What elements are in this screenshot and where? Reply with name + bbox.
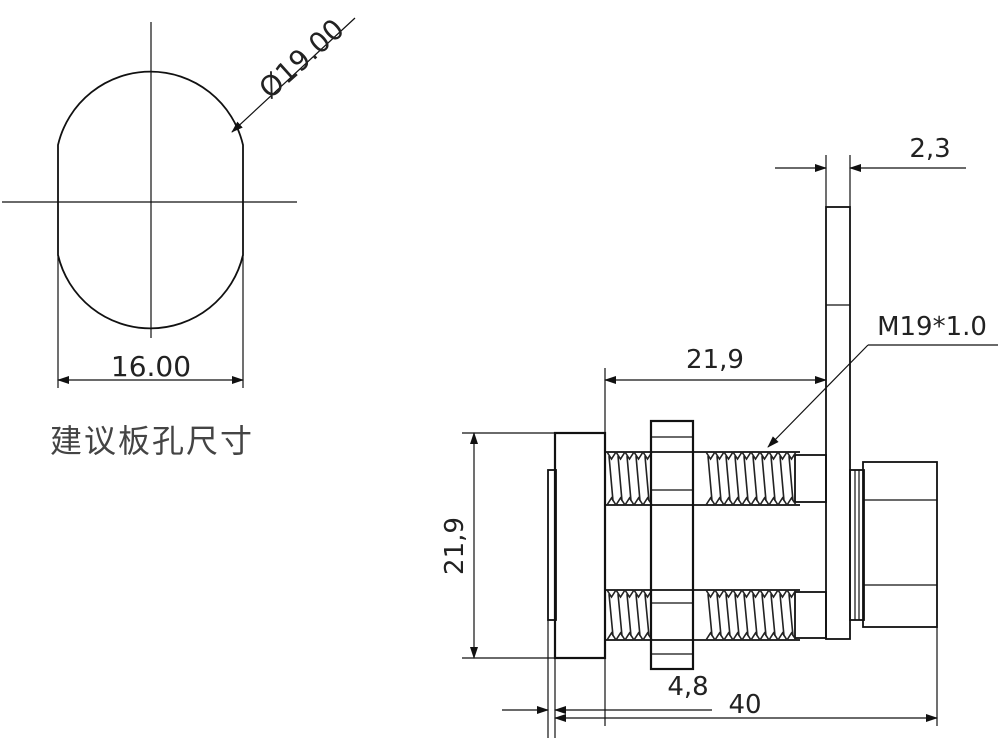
diameter-leader bbox=[231, 17, 356, 133]
cam-thickness-label: 2,3 bbox=[909, 134, 950, 164]
thread-tooth-pattern bbox=[606, 451, 797, 506]
nut-thickness-label: 4,8 bbox=[667, 672, 708, 702]
upper-thread bbox=[605, 451, 827, 506]
knob-collar bbox=[849, 469, 865, 621]
thread-teeth bbox=[606, 451, 797, 641]
back-knob bbox=[862, 461, 938, 628]
thread-tooth-pattern bbox=[606, 589, 797, 641]
hole-diameter-label: Ø19.00 bbox=[253, 12, 351, 105]
face-height-label: 21,9 bbox=[440, 517, 470, 575]
hole-caption: 建议板孔尺寸 bbox=[50, 422, 254, 460]
cam-plate bbox=[825, 206, 851, 640]
thread-spec-label: M19*1.0 bbox=[877, 312, 987, 342]
hole-width-label: 16.00 bbox=[111, 350, 191, 383]
hex-nut bbox=[649, 419, 695, 671]
thread-leader bbox=[767, 344, 869, 448]
lock-face-plate bbox=[547, 469, 557, 621]
lock-face-flange bbox=[553, 431, 607, 660]
lower-thread bbox=[605, 589, 827, 641]
panel-hole-view: Ø19.00 16.00 建议板孔尺寸 bbox=[2, 12, 356, 460]
total-length-label: 40 bbox=[728, 690, 761, 720]
thread-length-label: 21,9 bbox=[686, 345, 744, 375]
cam-lock-side-view: 2,3 M19*1.0 21,9 21,9 4,8 40 bbox=[440, 134, 998, 738]
